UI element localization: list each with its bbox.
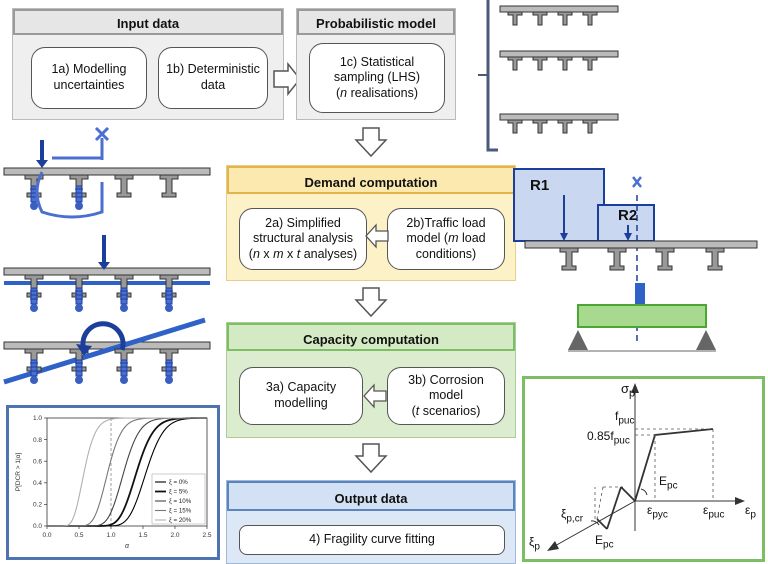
load-diagram: R1 R2 bbox=[513, 165, 765, 365]
arrow-left-3b-3a bbox=[363, 383, 387, 409]
x-tick-label: 0.5 bbox=[74, 532, 83, 539]
realisations-graphic bbox=[478, 0, 619, 152]
xicr-label: ξp,cr bbox=[561, 507, 584, 525]
x-tick-label: 2.0 bbox=[170, 532, 179, 539]
xi-p-label: ξp bbox=[529, 535, 540, 553]
y-axis-label: P[DCR > 1|α] bbox=[15, 453, 22, 492]
fragility-chart-panel: 0.0 0.5 1.0 1.5 2.0 2.5 0.0 0.2 0.4 0.6 0.8 1.0 α P[D… bbox=[6, 405, 220, 560]
y-tick-label: 0.4 bbox=[33, 480, 42, 487]
load-diagram-graphic bbox=[513, 168, 758, 352]
box-4: 4) Fragility curve fitting bbox=[239, 525, 505, 555]
epuc-label: εpuc bbox=[703, 503, 725, 521]
epyc-label: εpyc bbox=[647, 503, 668, 521]
output-data-title: Output data bbox=[227, 481, 515, 511]
ep-label: εp bbox=[745, 503, 756, 521]
y-tick-label: 0.2 bbox=[33, 502, 42, 509]
fragility-chart: 0.0 0.5 1.0 1.5 2.0 2.5 0.0 0.2 0.4 0.6 0.8 1.0 α P[D… bbox=[15, 415, 212, 550]
x-tick-label: 2.5 bbox=[202, 532, 211, 539]
arrow-down-1 bbox=[354, 127, 388, 158]
x-tick-label: 0.0 bbox=[42, 532, 51, 539]
sigma-p-label: σp bbox=[621, 381, 636, 400]
probabilistic-model-panel: Probabilistic model 1c) Statistical samp… bbox=[296, 8, 456, 120]
input-data-title: Input data bbox=[13, 9, 283, 35]
arrow-down-3 bbox=[354, 443, 388, 474]
legend-label-1: ξ = 5% bbox=[169, 489, 188, 496]
stress-strain-graphic bbox=[547, 383, 745, 551]
x-tick-label: 1.5 bbox=[138, 532, 147, 539]
legend-label-0: ξ = 0% bbox=[169, 479, 188, 486]
y-tick-label: 0.6 bbox=[33, 458, 42, 465]
x-tick-label: 1.0 bbox=[106, 532, 115, 539]
stress-strain-panel: σp fpuc 0.85fpuc Epc εpyc εpuc εp ξp,cr … bbox=[522, 376, 765, 562]
arrow-left-2b-2a bbox=[365, 223, 389, 249]
arrow-right-1 bbox=[273, 61, 301, 97]
f085-label: 0.85fpuc bbox=[587, 429, 630, 447]
epc-label: Epc bbox=[659, 474, 678, 492]
box-1c: 1c) Statistical sampling (LHS) (n realis… bbox=[309, 43, 445, 113]
load-r2-label: R2 bbox=[618, 207, 638, 224]
capacity-computation-title: Capacity computation bbox=[227, 323, 515, 351]
x-axis-label: α bbox=[125, 543, 130, 550]
probabilistic-model-title: Probabilistic model bbox=[297, 9, 455, 35]
y-tick-label: 0.8 bbox=[33, 437, 42, 444]
series-line-4 bbox=[47, 417, 207, 527]
y-tick-label: 1.0 bbox=[33, 415, 42, 422]
load-r1-label: R1 bbox=[530, 177, 550, 194]
y-tick-label: 0.0 bbox=[33, 523, 42, 530]
arrow-down-2 bbox=[354, 287, 388, 318]
output-data-panel: Output data 4) Fragility curve fitting bbox=[226, 480, 516, 564]
legend-label-2: ξ = 10% bbox=[169, 498, 192, 505]
fpuc-label: fpuc bbox=[615, 409, 635, 427]
demand-computation-title: Demand computation bbox=[227, 166, 515, 194]
bridge-illustrations-left bbox=[3, 126, 211, 385]
legend-label-3: ξ = 15% bbox=[169, 508, 192, 515]
legend-label-4: ξ = 20% bbox=[169, 517, 192, 524]
epc2-label: Epc bbox=[595, 533, 614, 551]
